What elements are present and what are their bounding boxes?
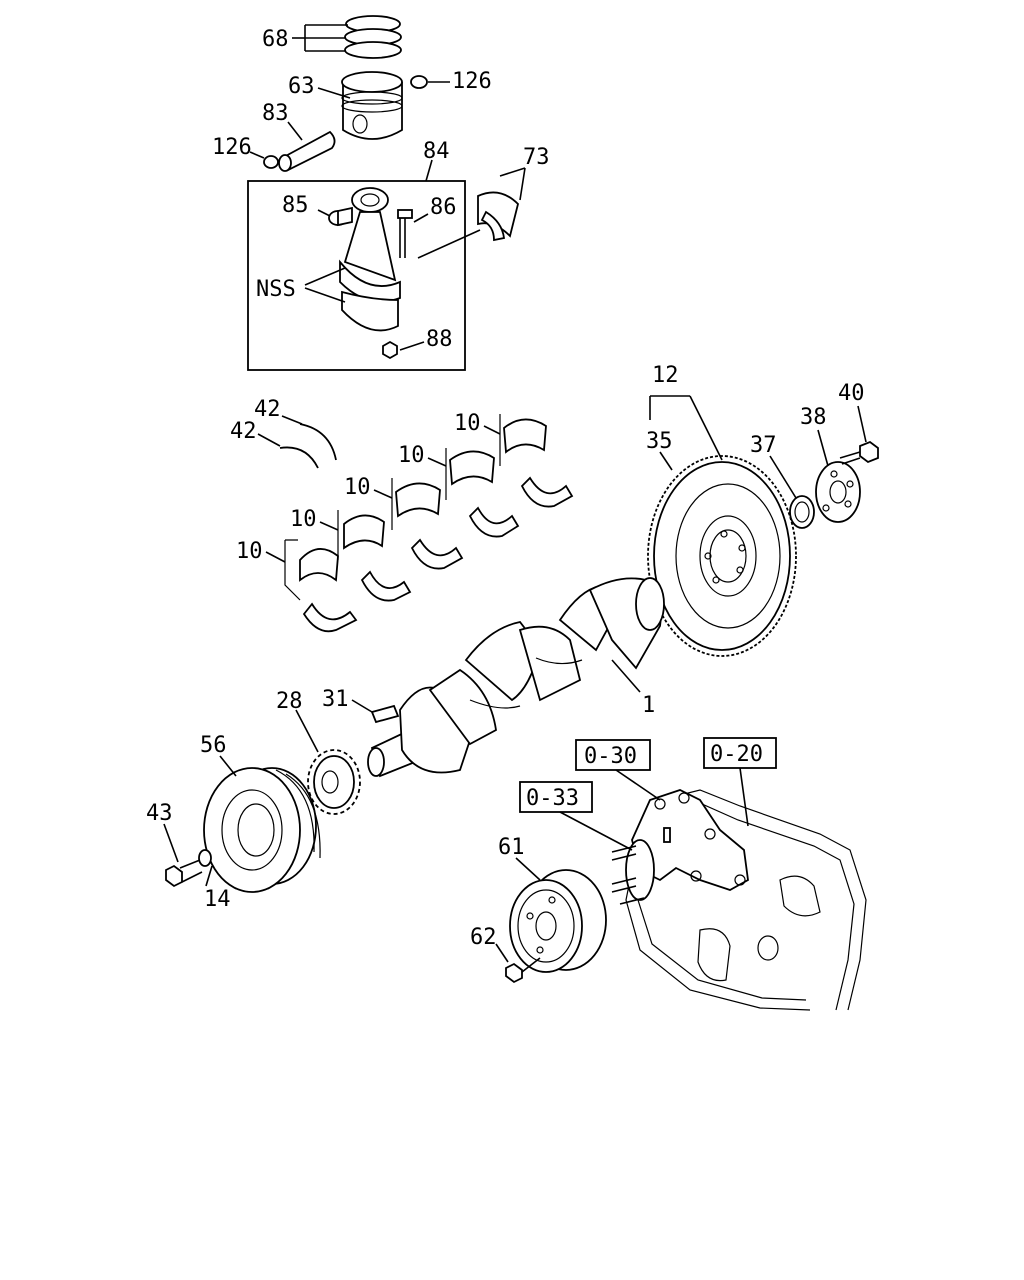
ref-0-30-text: 0-30 bbox=[584, 744, 637, 769]
thrust-washer-a bbox=[299, 423, 337, 461]
label-10-4: 10 bbox=[398, 443, 425, 468]
label-12: 12 bbox=[652, 363, 679, 388]
rod-bearing bbox=[477, 191, 519, 242]
label-10-2: 10 bbox=[290, 507, 317, 532]
label-42-lower: 42 bbox=[230, 419, 257, 444]
label-61: 61 bbox=[498, 835, 525, 860]
piston-pin bbox=[278, 130, 336, 172]
label-38: 38 bbox=[800, 405, 827, 430]
pilot-bearing bbox=[789, 495, 815, 529]
label-10-5: 10 bbox=[454, 411, 481, 436]
label-14: 14 bbox=[204, 887, 231, 912]
label-10-3: 10 bbox=[344, 475, 371, 500]
label-37: 37 bbox=[750, 433, 777, 458]
label-40: 40 bbox=[838, 381, 865, 406]
flywheel bbox=[647, 455, 797, 657]
label-35: 35 bbox=[646, 429, 673, 454]
label-126-lower: 126 bbox=[212, 135, 252, 160]
pump-hub-studs bbox=[611, 839, 655, 905]
flywheel-bolt bbox=[839, 440, 879, 465]
piston bbox=[341, 71, 403, 140]
snap-ring-lower bbox=[263, 155, 279, 169]
rod-bolt bbox=[397, 209, 413, 258]
piston-rings bbox=[344, 15, 402, 59]
ref-box-0-20[interactable]: 0-20 bbox=[703, 737, 777, 769]
label-63: 63 bbox=[288, 74, 315, 99]
label-88: 88 bbox=[426, 327, 453, 352]
label-56: 56 bbox=[200, 733, 227, 758]
label-68: 68 bbox=[262, 27, 289, 52]
label-86: 86 bbox=[430, 195, 457, 220]
rod-bushing bbox=[328, 206, 353, 227]
ref-box-0-30[interactable]: 0-30 bbox=[575, 739, 651, 771]
label-1: 1 bbox=[642, 693, 655, 718]
label-84: 84 bbox=[423, 139, 450, 164]
label-nss: NSS bbox=[256, 277, 296, 302]
label-85: 85 bbox=[282, 193, 309, 218]
thrust-washer-b bbox=[279, 446, 319, 469]
label-10-1: 10 bbox=[236, 539, 263, 564]
label-62: 62 bbox=[470, 925, 497, 950]
water-pump-body bbox=[631, 789, 749, 891]
connecting-rod-box bbox=[247, 180, 466, 371]
snap-ring-upper bbox=[410, 75, 428, 89]
ref-0-20-text: 0-20 bbox=[710, 742, 763, 767]
pulley-washer bbox=[198, 849, 212, 867]
label-28: 28 bbox=[276, 689, 303, 714]
pulley-bolt bbox=[165, 859, 203, 888]
ref-0-33-text: 0-33 bbox=[526, 786, 579, 811]
ref-box-0-33[interactable]: 0-33 bbox=[519, 781, 593, 813]
label-83: 83 bbox=[262, 101, 289, 126]
crank-pulley bbox=[203, 767, 321, 893]
label-126-upper: 126 bbox=[452, 69, 492, 94]
crank-gear bbox=[307, 749, 361, 815]
retaining-plate bbox=[815, 461, 861, 523]
pump-pulley-nut bbox=[505, 962, 523, 984]
rod-nut bbox=[382, 340, 398, 360]
crankshaft bbox=[367, 577, 665, 778]
water-pump-pulley bbox=[509, 869, 607, 973]
label-43: 43 bbox=[146, 801, 173, 826]
crank-key bbox=[370, 704, 400, 724]
label-42-upper: 42 bbox=[254, 397, 281, 422]
label-31: 31 bbox=[322, 687, 349, 712]
label-73: 73 bbox=[523, 145, 550, 170]
connecting-rod bbox=[339, 187, 401, 332]
main-bearings bbox=[284, 414, 574, 633]
